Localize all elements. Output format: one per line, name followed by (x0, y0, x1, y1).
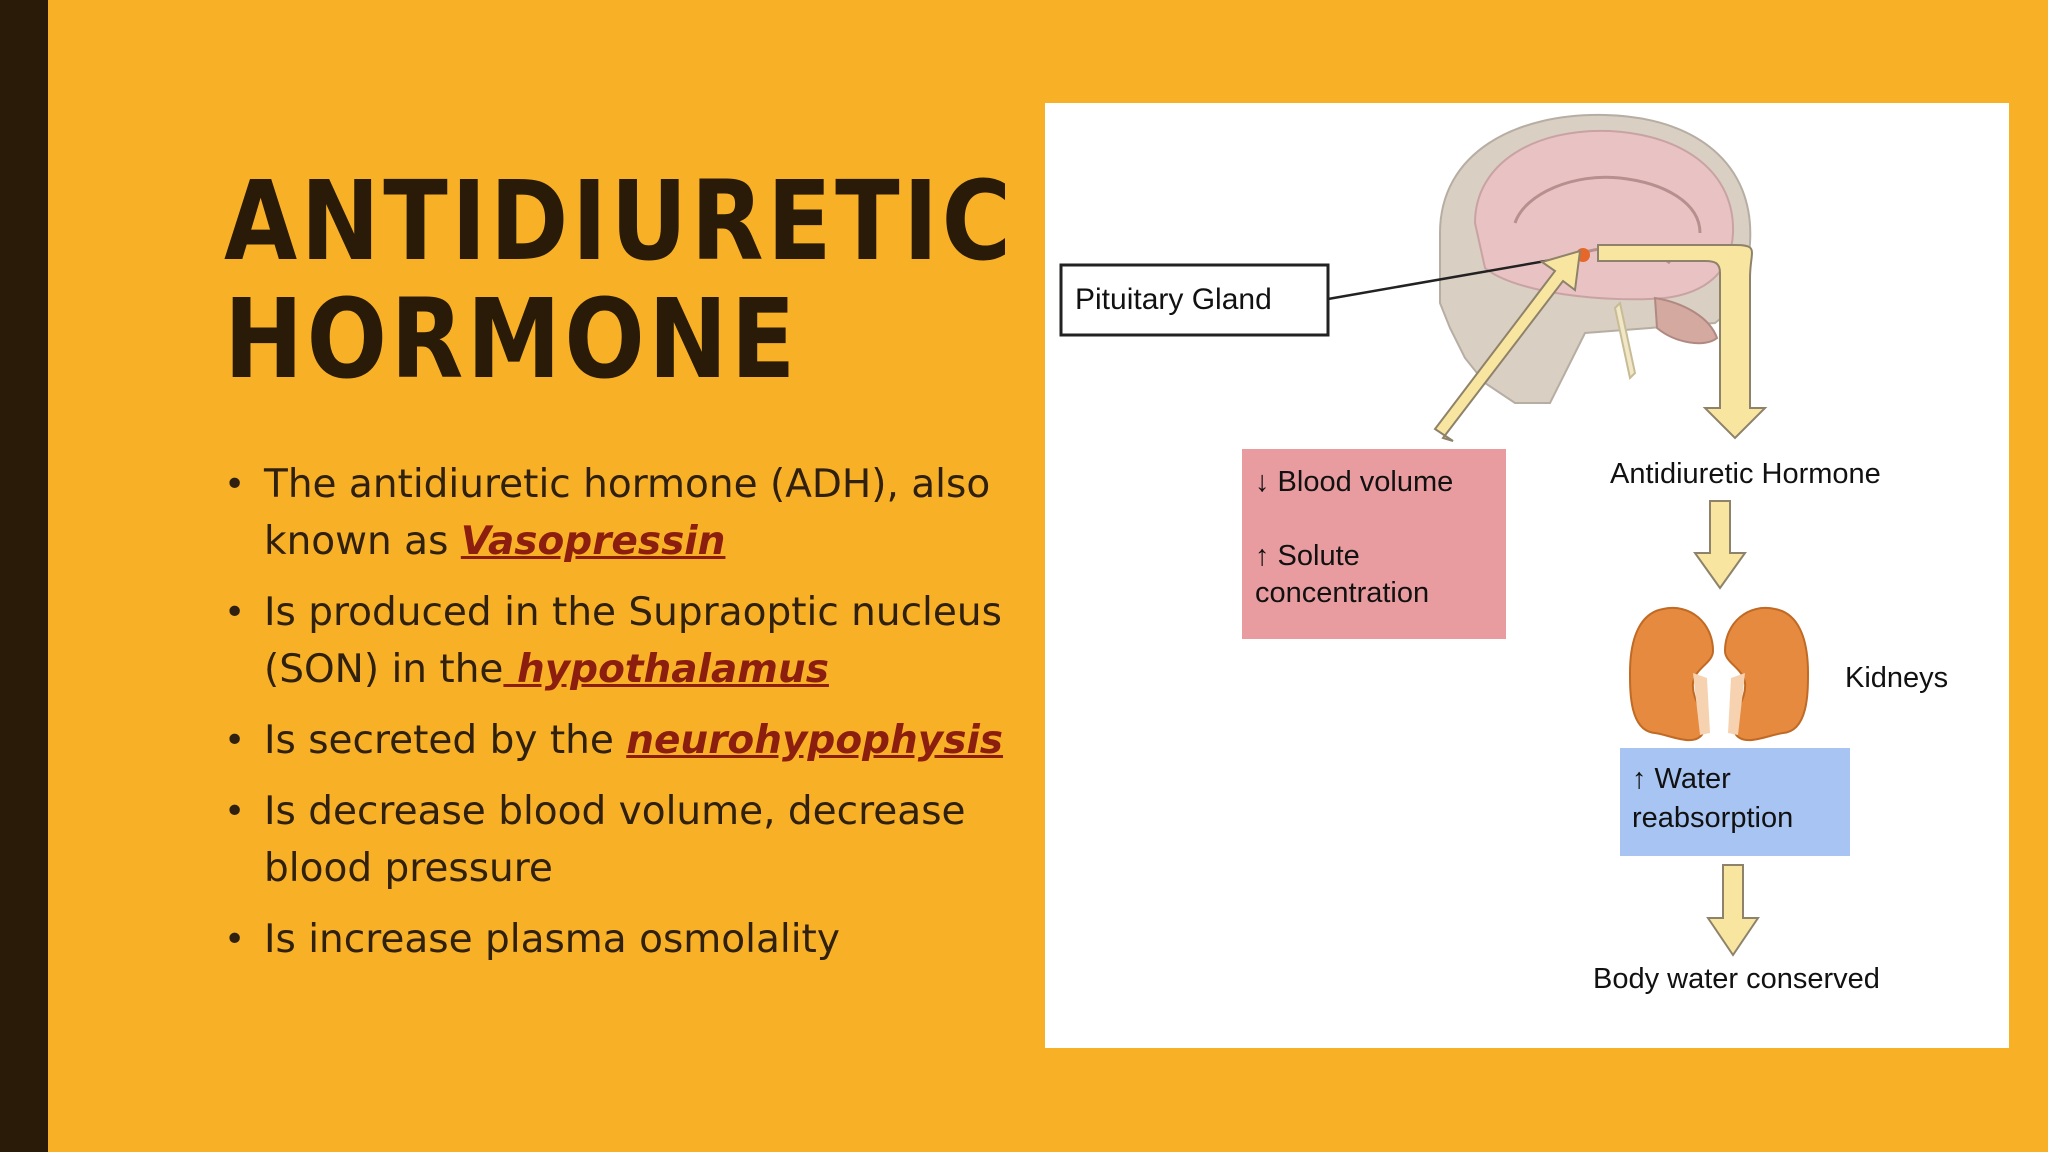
bullet-item: Is secreted by the neurohypophysis (224, 712, 1024, 769)
slide-title: ANTIDIURETIC HORMONE (224, 162, 1015, 398)
hormone-label: Antidiuretic Hormone (1610, 458, 1881, 490)
title-line-1: ANTIDIURETIC (224, 157, 1015, 285)
bullet-item: Is increase plasma osmolality (224, 911, 1024, 968)
response-line-2: reabsorption (1632, 802, 1793, 834)
link-hypothalamus[interactable]: hypothalamus (503, 647, 829, 692)
bullet-list: The antidiuretic hormone (ADH), also kno… (224, 456, 1024, 982)
link-neurohypophysis[interactable]: neurohypophysis (626, 718, 1004, 763)
kidneys-icon (1628, 606, 1810, 742)
response-line-1: ↑ Water (1632, 763, 1731, 795)
stimulus-box (1242, 449, 1506, 639)
bullet-item: Is produced in the Supraoptic nucleus (S… (224, 584, 1024, 698)
bullet-text: Is decrease blood volume, decrease blood… (264, 789, 966, 891)
stimulus-arrow-icon (1433, 249, 1582, 442)
kidneys-label: Kidneys (1845, 662, 1948, 694)
left-accent-bar (0, 0, 48, 1152)
pituitary-label: Pituitary Gland (1075, 283, 1272, 316)
outcome-label: Body water conserved (1593, 963, 1880, 995)
bullet-text: The antidiuretic hormone (ADH), also kno… (264, 462, 991, 564)
title-line-2: HORMONE (224, 275, 799, 403)
bullet-text: Is secreted by the (264, 718, 627, 763)
response-box (1620, 748, 1850, 856)
pituitary-label-box (1059, 263, 1330, 337)
bullet-text: Is produced in the Supraoptic nucleus (S… (264, 590, 1002, 692)
adh-diagram-svg: Pituitary Gland ↓ Blood volume ↑ Solute … (1059, 113, 1948, 995)
bullet-item: The antidiuretic hormone (ADH), also kno… (224, 456, 1024, 570)
down-arrow-icon (1706, 864, 1760, 957)
down-arrow-icon (1693, 500, 1747, 590)
stimulus-line-1: ↓ Blood volume (1255, 466, 1453, 498)
stimulus-line-2: ↑ Solute (1255, 540, 1360, 572)
bullet-item: Is decrease blood volume, decrease blood… (224, 783, 1024, 897)
adh-diagram: Pituitary Gland ↓ Blood volume ↑ Solute … (1045, 103, 2009, 1048)
bullet-text: Is increase plasma osmolality (264, 917, 840, 962)
pituitary-pointer-line (1327, 253, 1581, 301)
stimulus-line-3: concentration (1255, 577, 1429, 609)
link-vasopressin[interactable]: Vasopressin (460, 519, 726, 564)
secretion-arrow-icon (1597, 244, 1768, 440)
